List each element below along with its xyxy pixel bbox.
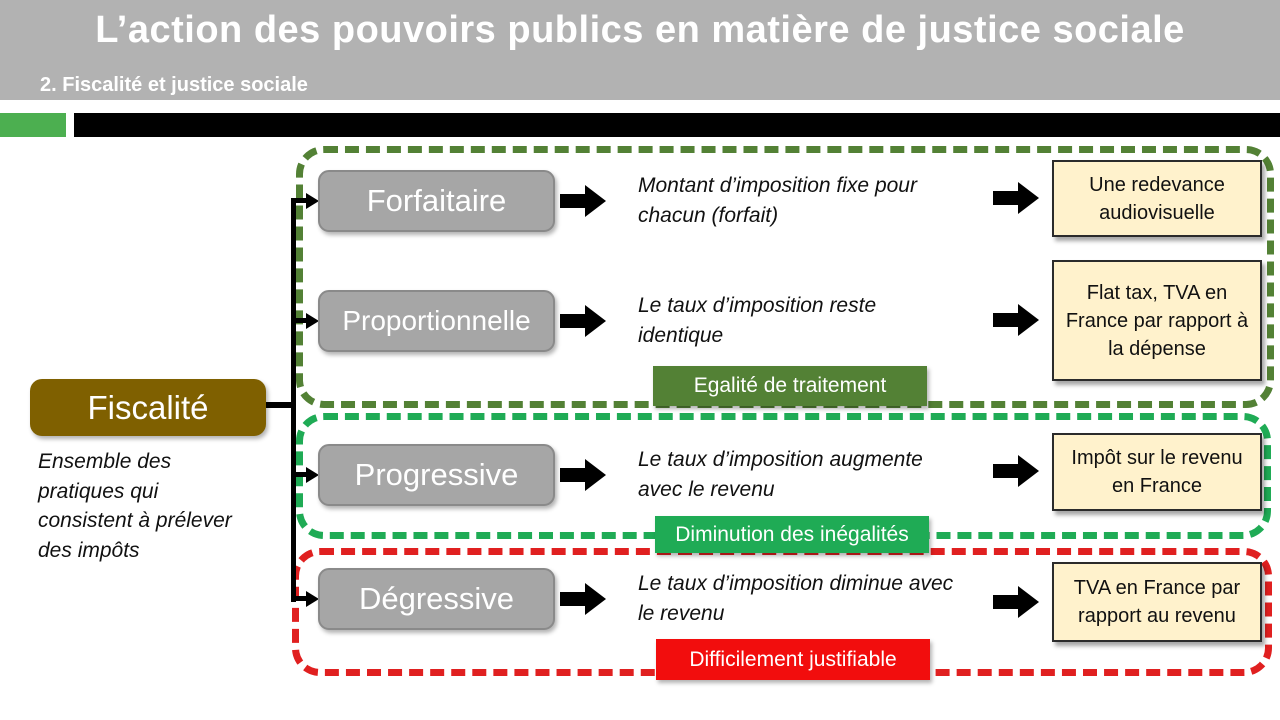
root-description: Ensemble des pratiques qui consistent à … <box>38 450 232 562</box>
example-box-proportionnelle: Flat tax, TVA en France par rapport à la… <box>1052 260 1262 381</box>
definition-proportionnelle: Le taux d’imposition reste identique <box>638 294 877 347</box>
branch-arrowhead-2-icon <box>306 313 319 329</box>
connector-branch-3 <box>291 472 308 477</box>
flow-arrow-icon <box>993 182 1039 214</box>
arrow-head <box>1018 182 1039 214</box>
arrow-bar <box>560 314 585 328</box>
arrow-bar <box>560 194 585 208</box>
definition-degressive: Le taux d’imposition diminue avec le rev… <box>638 572 954 625</box>
type-label: Progressive <box>354 457 519 492</box>
type-pill-forfaitaire: Forfaitaire <box>318 170 555 232</box>
arrow-head <box>585 305 606 337</box>
badge-difficilement-justifiable: Difficilement justifiable <box>656 639 930 680</box>
flow-arrow-icon <box>993 586 1039 618</box>
flow-arrow-icon <box>560 305 606 337</box>
arrow-bar <box>560 468 585 482</box>
connector-branch-1 <box>291 198 308 203</box>
arrow-head <box>1018 455 1039 487</box>
connector-root-line <box>262 402 295 408</box>
type-pill-progressive: Progressive <box>318 444 555 506</box>
flow-arrow-icon <box>993 304 1039 336</box>
branch-arrowhead-1-icon <box>306 193 319 209</box>
arrow-head <box>585 459 606 491</box>
type-pill-degressive: Dégressive <box>318 568 555 630</box>
branch-arrowhead-4-icon <box>306 591 319 607</box>
slide-subtitle: 2. Fiscalité et justice sociale <box>40 74 308 96</box>
badge-diminution-des-inegalites: Diminution des inégalités <box>655 516 929 553</box>
definition-progressive: Le taux d’imposition augmente avec le re… <box>638 448 923 501</box>
divider-bar <box>74 113 1280 137</box>
slide-header <box>0 0 1280 100</box>
accent-square <box>0 113 66 137</box>
type-label: Forfaitaire <box>366 183 507 218</box>
root-label: Fiscalité <box>87 388 209 426</box>
flow-arrow-icon <box>560 583 606 615</box>
type-label: Dégressive <box>358 581 515 616</box>
example-box-progressive: Impôt sur le revenu en France <box>1052 433 1262 511</box>
branch-arrowhead-3-icon <box>306 467 319 483</box>
arrow-head <box>585 185 606 217</box>
arrow-bar <box>993 191 1018 205</box>
example-box-forfaitaire: Une redevance audiovisuelle <box>1052 160 1262 237</box>
flow-arrow-icon <box>560 185 606 217</box>
connector-branch-4 <box>291 596 308 601</box>
badge-egalite-de-traitement: Egalité de traitement <box>653 366 927 406</box>
example-box-degressive: TVA en France par rapport au revenu <box>1052 562 1262 642</box>
definition-forfaitaire: Montant d’imposition fixe pour chacun (f… <box>638 174 917 227</box>
flow-arrow-icon <box>560 459 606 491</box>
connector-trunk-line <box>291 198 296 602</box>
arrow-bar <box>993 313 1018 327</box>
arrow-head <box>585 583 606 615</box>
slide-title: L’action des pouvoirs publics en matière… <box>95 9 1185 51</box>
root-box-fiscalite: Fiscalité <box>30 379 266 436</box>
type-pill-proportionnelle: Proportionnelle <box>318 290 555 352</box>
type-label: Proportionnelle <box>342 305 531 336</box>
flow-arrow-icon <box>993 455 1039 487</box>
arrow-bar <box>993 595 1018 609</box>
arrow-head <box>1018 304 1039 336</box>
arrow-bar <box>560 592 585 606</box>
arrow-head <box>1018 586 1039 618</box>
connector-branch-2 <box>291 318 308 323</box>
arrow-bar <box>993 464 1018 478</box>
